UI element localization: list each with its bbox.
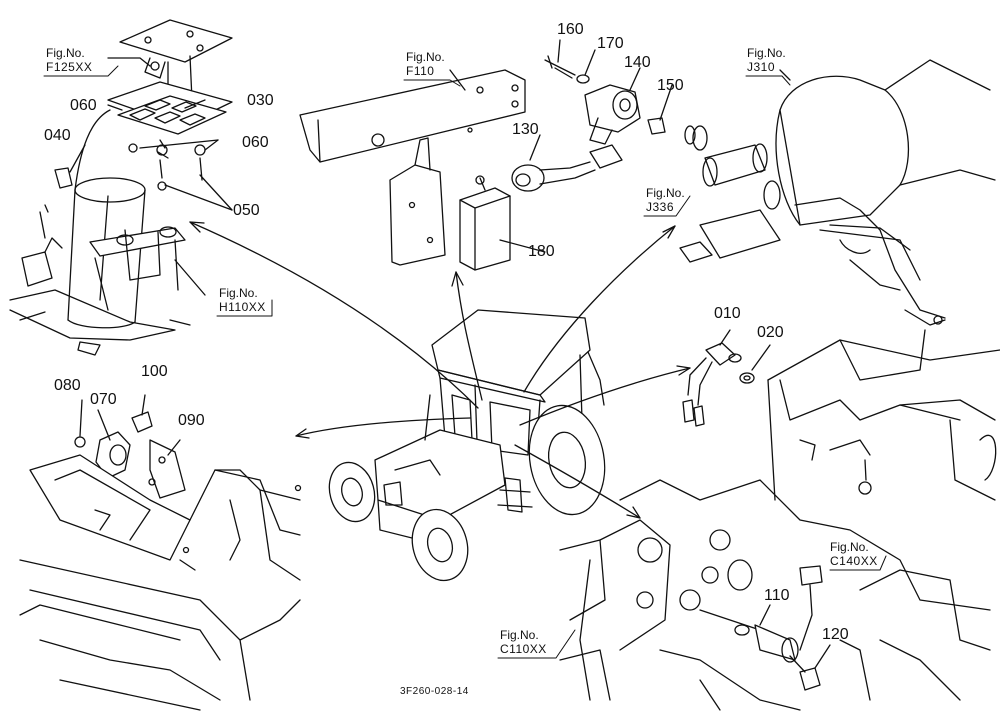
drawing-number: 3F260-028-14 [400, 686, 469, 697]
part-label-100: 100 [141, 363, 168, 380]
figref-prefix: Fig.No. [500, 628, 539, 642]
part-label-160: 160 [557, 21, 584, 38]
switch-assembly-topleft [9, 19, 233, 356]
hitch-switch-assembly [19, 394, 302, 711]
figref-prefix: Fig.No. [46, 46, 85, 60]
figref-j310: Fig.No. J310 [747, 46, 786, 74]
part-label-150: 150 [657, 77, 684, 94]
figref-prefix: Fig.No. [830, 540, 869, 554]
part-label-080: 080 [54, 377, 81, 394]
part-label-010: 010 [714, 305, 741, 322]
figref-c110xx: Fig.No. C110XX [500, 628, 547, 656]
figref-code: F110 [406, 64, 435, 78]
figref-code: C140XX [830, 554, 878, 568]
figref-f125xx: Fig.No. F125XX [46, 46, 92, 74]
part-label-040: 040 [44, 127, 71, 144]
part-label-060-upper: 060 [70, 97, 97, 114]
figref-prefix: Fig.No. [747, 46, 786, 60]
figref-prefix: Fig.No. [646, 186, 685, 200]
figref-j336: Fig.No. J336 [646, 186, 685, 214]
relay-assembly-topcenter [299, 69, 623, 271]
figref-prefix: Fig.No. [219, 286, 258, 300]
part-label-090: 090 [178, 412, 205, 429]
transmission-bottomright [559, 479, 991, 711]
figref-c140xx: Fig.No. C140XX [830, 540, 878, 568]
part-label-060-lower: 060 [242, 134, 269, 151]
part-label-170: 170 [597, 35, 624, 52]
sensor-assembly-top [544, 39, 673, 145]
driveline-topright [679, 59, 996, 326]
figref-prefix: Fig.No. [406, 50, 445, 64]
figref-leaders [43, 65, 887, 659]
part-label-070: 070 [90, 391, 117, 408]
figref-code: J336 [646, 200, 675, 214]
tractor-illustration [328, 309, 606, 582]
part-label-020: 020 [757, 324, 784, 341]
part-label-180: 180 [528, 243, 555, 260]
figref-code: J310 [747, 60, 776, 74]
part-label-130: 130 [512, 121, 539, 138]
figref-f110: Fig.No. F110 [406, 50, 445, 78]
figref-h110xx: Fig.No. H110XX [219, 286, 266, 314]
figref-code: F125XX [46, 60, 93, 74]
part-label-030: 030 [247, 92, 274, 109]
part-label-120: 120 [822, 626, 849, 643]
figref-code: H110XX [219, 300, 266, 314]
leader-arrows [189, 221, 691, 519]
switch-assembly-right [682, 329, 1000, 501]
figref-code: C110XX [500, 642, 547, 656]
part-label-050: 050 [233, 202, 260, 219]
part-label-140: 140 [624, 54, 651, 71]
part-label-110: 110 [764, 587, 790, 604]
